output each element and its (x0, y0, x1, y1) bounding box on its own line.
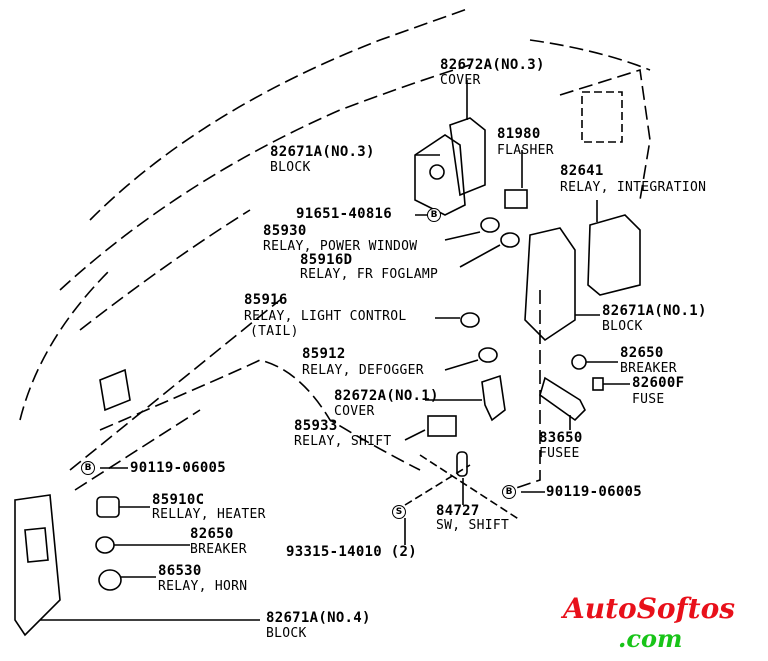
part-number-sw-shift: 84727 (436, 503, 480, 519)
bolt-marker-icon: B (81, 461, 95, 475)
part-number-relay-integration: 82641 (560, 163, 604, 179)
part-name-sw-shift: SW, SHIFT (436, 518, 510, 533)
part-number-relay-fr-foglamp: 85916D (300, 252, 353, 268)
watermark-logo: AutoSoftos (563, 592, 736, 625)
part-name-fusee: FUSEE (539, 446, 580, 461)
part-name-relay-integration: RELAY, INTEGRATION (560, 180, 707, 195)
part-number-block-no1: 82671A(NO.1) (602, 303, 707, 319)
part-number-screw: 93315-14010 (2) (286, 544, 417, 560)
part-number-breaker-right: 82650 (620, 345, 664, 361)
part-name-breaker-left: BREAKER (190, 542, 247, 557)
part-number-bolt-left: 90119-06005 (130, 460, 227, 476)
part-number-cover-no1: 82672A(NO.1) (334, 388, 439, 404)
part-name-cover-no3: COVER (440, 73, 481, 88)
part-name-fuse: FUSE (632, 392, 665, 407)
part-number-fuse: 82600F (632, 375, 685, 391)
part-number-breaker-left: 82650 (190, 526, 234, 542)
part-number-relay-shift: 85933 (294, 418, 338, 434)
part-name-relay-fr-foglamp: RELAY, FR FOGLAMP (300, 267, 439, 282)
part-number-fusee: 83650 (539, 430, 583, 446)
part-name-block-no4: BLOCK (266, 626, 307, 641)
part-name-block-no1: BLOCK (602, 319, 643, 334)
part-name-flasher: FLASHER (497, 143, 554, 158)
part-name-cover-no1: COVER (334, 404, 375, 419)
part-number-bolt-right: 90119-06005 (546, 484, 643, 500)
part-name-relay-power-window: RELAY, POWER WINDOW (263, 239, 418, 254)
part-number-block-no3: 82671A(NO.3) (270, 144, 375, 160)
part-number-relay-horn: 86530 (158, 563, 202, 579)
part-name-relay-heater: RELLAY, HEATER (152, 507, 266, 522)
part-number-relay-defogger: 85912 (302, 346, 346, 362)
part-number-cover-no3: 82672A(NO.3) (440, 57, 545, 73)
part-note-relay-light-control: (TAIL) (250, 324, 299, 339)
part-name-relay-defogger: RELAY, DEFOGGER (302, 363, 424, 378)
part-number-relay-light-control: 85916 (244, 292, 288, 308)
part-number-relay-heater: 85910C (152, 492, 205, 508)
watermark-domain: .com (618, 624, 683, 653)
part-number-bolt-top: 91651-40816 (296, 206, 393, 222)
bolt-marker-icon: B (427, 208, 441, 222)
part-number-flasher: 81980 (497, 126, 541, 142)
part-number-block-no4: 82671A(NO.4) (266, 610, 371, 626)
part-number-relay-power-window: 85930 (263, 223, 307, 239)
part-name-relay-light-control: RELAY, LIGHT CONTROL (244, 309, 407, 324)
part-name-block-no3: BLOCK (270, 160, 311, 175)
part-name-relay-horn: RELAY, HORN (158, 579, 248, 594)
part-name-breaker-right: BREAKER (620, 361, 677, 376)
screw-marker-icon: S (392, 505, 406, 519)
part-name-relay-shift: RELAY, SHIFT (294, 434, 392, 449)
bolt-marker-icon: B (502, 485, 516, 499)
